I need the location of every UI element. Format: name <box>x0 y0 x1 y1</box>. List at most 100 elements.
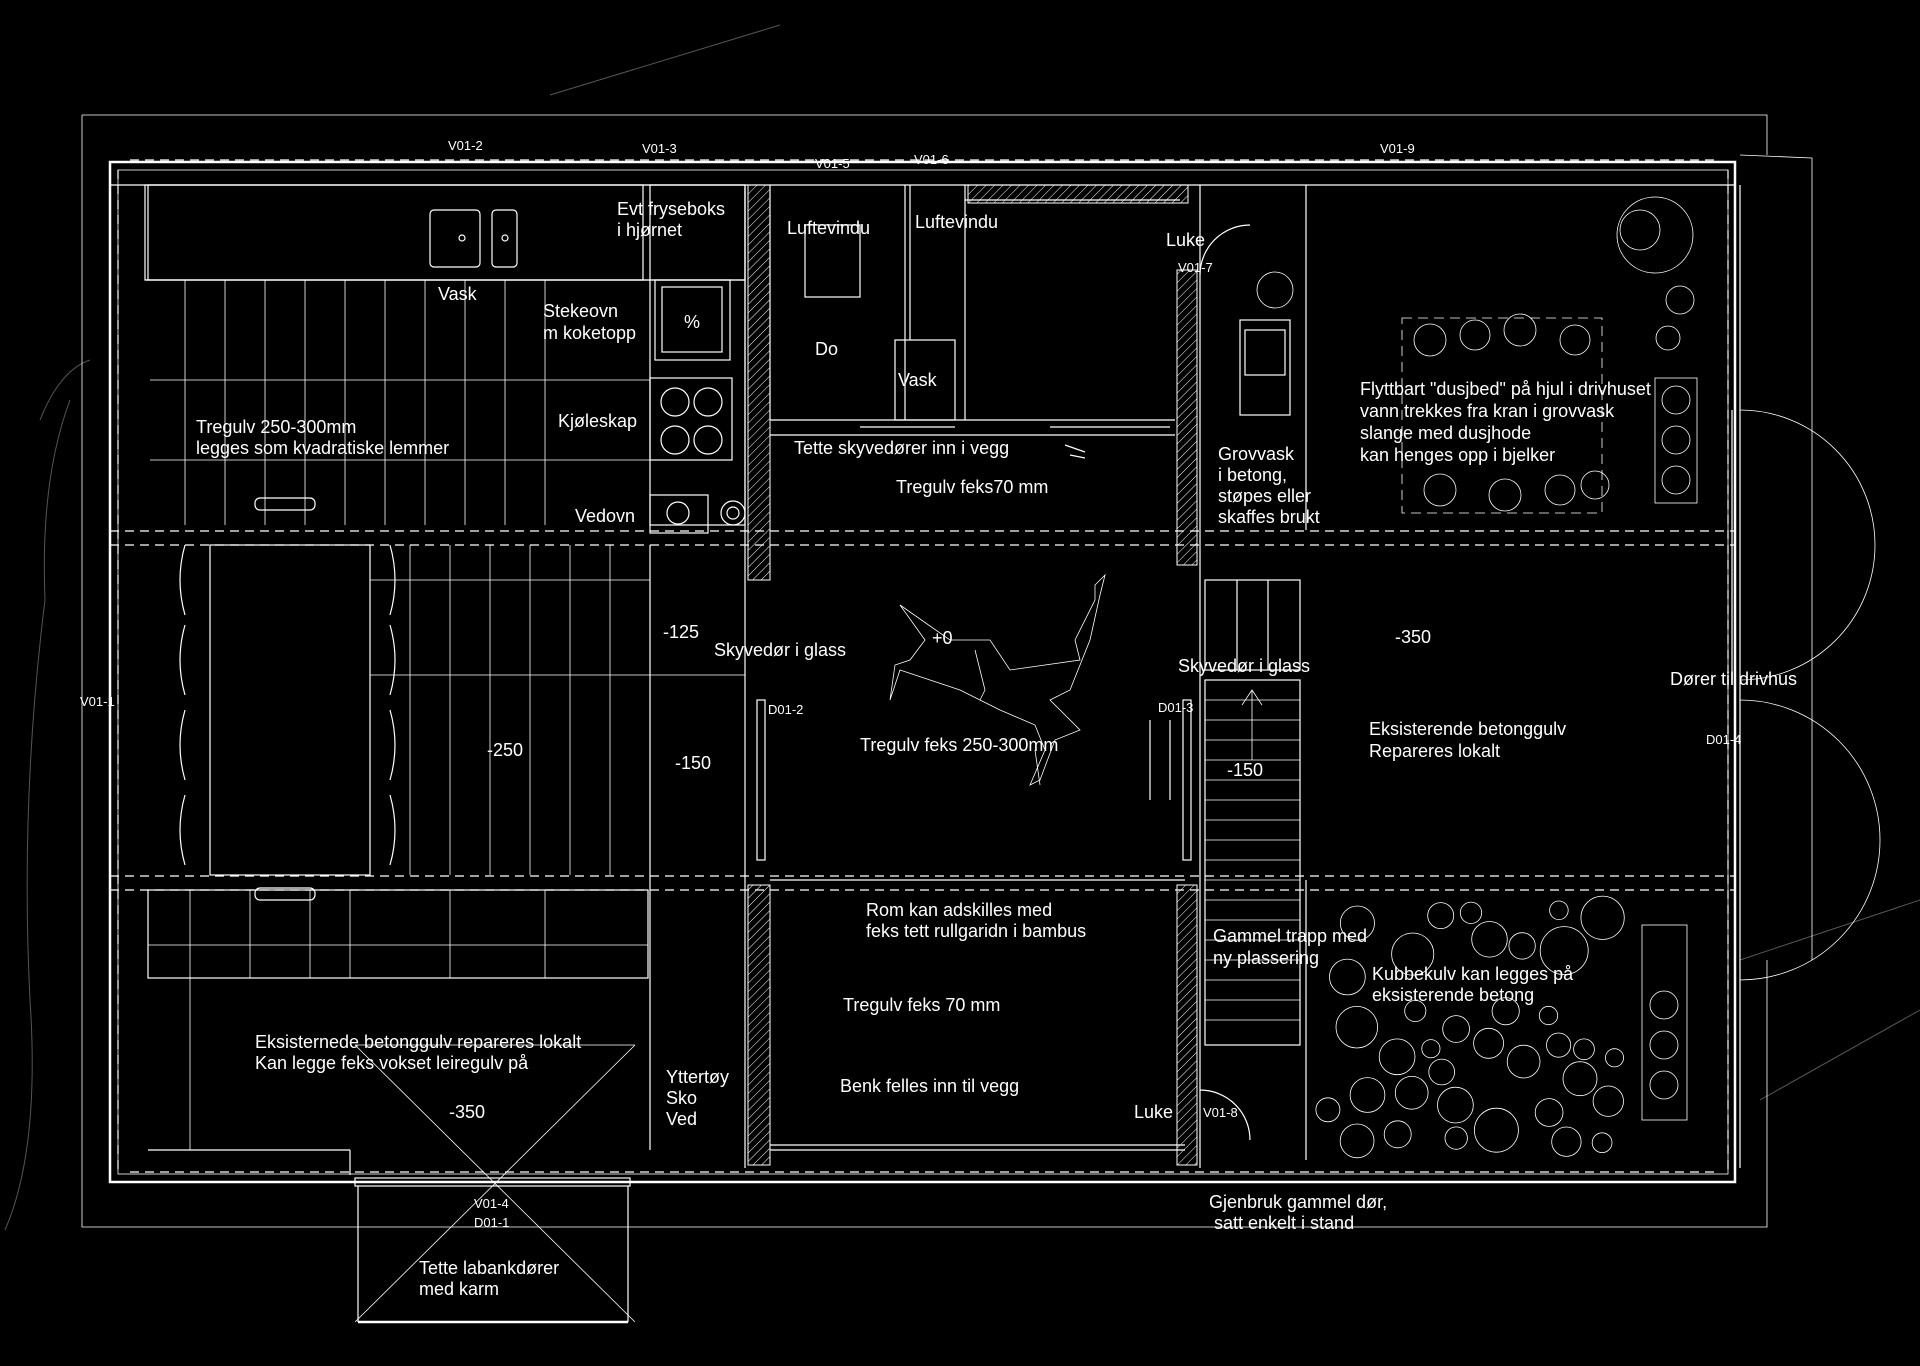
cobble <box>1444 1126 1468 1150</box>
room-divider-note: Rom kan adskilles med <box>866 900 1052 920</box>
glass-door-label: Skyvedør i glass <box>714 640 846 660</box>
cobble <box>1394 1076 1429 1110</box>
utility-sink-note-3: støpes eller <box>1218 486 1311 506</box>
level-m125: -125 <box>663 622 699 642</box>
label-v01-7: V01-7 <box>1178 260 1213 275</box>
room-divider-note-2: feks tett rullgaridn i bambus <box>866 921 1086 941</box>
stove-label: Vedovn <box>575 506 635 526</box>
shower-note-4: kan henges opp i bjelker <box>1360 445 1555 465</box>
cobble <box>1471 921 1508 958</box>
level-m350-entry: -350 <box>449 1102 485 1122</box>
floor-note-70-top: Tregulv feks70 mm <box>896 477 1048 497</box>
entry-area <box>147 889 649 1324</box>
cobble <box>1383 1120 1412 1149</box>
sink-label: Vask <box>438 284 478 304</box>
entry-floor-note: Eksisternede betonggulv repareres lokalt <box>255 1032 581 1052</box>
cobble <box>1506 1044 1541 1079</box>
figure-sketch <box>889 573 1106 786</box>
cobble <box>1551 1126 1582 1157</box>
shower-note-3: slange med dusjhode <box>1360 423 1531 443</box>
label-v01-6: V01-6 <box>914 152 949 167</box>
cobble <box>1539 926 1589 975</box>
cobble <box>1391 932 1435 976</box>
cobble <box>1580 895 1625 940</box>
stairs <box>1204 579 1301 1046</box>
cobble <box>1335 1005 1378 1049</box>
terrain-lines <box>4 24 1920 1231</box>
cobble <box>1421 1039 1441 1059</box>
cobble <box>1591 1132 1613 1153</box>
label-v01-2: V01-2 <box>448 138 483 153</box>
cobble <box>1459 901 1483 924</box>
room-annotations: Evt fryseboks i hjørnet Luftevindu Lufte… <box>196 199 1797 1299</box>
cobble <box>1378 1038 1416 1076</box>
cobble <box>1549 900 1569 921</box>
site-boundary <box>81 114 1813 1228</box>
storage-note-3: Ved <box>666 1109 697 1129</box>
greenhouse-doors <box>1731 409 1881 981</box>
glass-door-label-2: Skyvedør i glass <box>1178 656 1310 676</box>
cobble <box>1508 932 1536 960</box>
cobble <box>1428 1058 1455 1086</box>
bath-sink-label: Vask <box>898 370 938 390</box>
cobble <box>1339 905 1375 941</box>
label-v01-8: V01-8 <box>1203 1105 1238 1120</box>
cobble <box>1592 1085 1624 1117</box>
dining-area <box>179 544 745 1150</box>
cobble <box>1427 902 1455 929</box>
reuse-door-note-2: satt enkelt i stand <box>1214 1213 1354 1233</box>
cobble <box>1437 1086 1474 1124</box>
cobble <box>1473 1027 1504 1059</box>
label-d01-4: D01-4 <box>1706 732 1741 747</box>
label-v01-1: V01-1 <box>80 694 115 709</box>
label-d01-2: D01-2 <box>768 702 803 717</box>
entry-door-note: Tette labankdører <box>419 1258 559 1278</box>
cobble <box>1349 1077 1386 1113</box>
cobble <box>1315 1097 1341 1123</box>
planter <box>1641 924 1688 1121</box>
cobble <box>1605 1048 1625 1068</box>
cobble-note-2: eksisterende betong <box>1372 985 1534 1005</box>
cobble <box>1329 958 1366 996</box>
storage-note: Yttertøy <box>666 1067 729 1087</box>
level-0: +0 <box>932 628 953 648</box>
cobble <box>1442 1015 1470 1043</box>
fridge-label: Kjøleskap <box>558 411 637 431</box>
wall-labels: V01-2 V01-3 V01-5 V01-6 V01-9 V01-7 V01-… <box>80 138 1741 1230</box>
label-v01-5: V01-5 <box>815 156 850 171</box>
vent-window-label-2: Luftevindu <box>915 212 998 232</box>
cobble-note: Kubbekulv kan legges på <box>1372 964 1574 984</box>
label-d01-1: D01-1 <box>474 1215 509 1230</box>
vent-window-label: Luftevindu <box>787 218 870 238</box>
bench-note: Benk felles inn til vegg <box>840 1076 1019 1096</box>
cobble <box>1562 1061 1598 1097</box>
grid-lines <box>110 170 1735 1174</box>
utility-sink-note: Grovvask <box>1218 444 1295 464</box>
cobble-floor <box>1315 895 1625 1159</box>
entry-door-note-2: med karm <box>419 1279 499 1299</box>
floor-note-center: Tregulv feks 250-300mm <box>860 735 1058 755</box>
label-d01-3: D01-3 <box>1158 700 1193 715</box>
floor-note-kitchen-2: legges som kvadratiske lemmer <box>196 438 449 458</box>
toilet-label: Do <box>815 339 838 359</box>
floor-note-70-bottom: Tregulv feks 70 mm <box>843 995 1000 1015</box>
storage-note-2: Sko <box>666 1088 697 1108</box>
hatch-label: Luke <box>1166 230 1205 250</box>
cobble <box>1538 1005 1559 1026</box>
stairs-note-2: ny plassering <box>1213 948 1319 968</box>
floor-note-kitchen: Tregulv 250-300mm <box>196 417 356 437</box>
concrete-note-2: Repareres lokalt <box>1369 741 1500 761</box>
oven-label: Stekeovn <box>543 301 618 321</box>
plants <box>1401 196 1698 514</box>
sliding-doors-note: Tette skyvedører inn i vegg <box>794 438 1009 458</box>
level-m150-b: -150 <box>1227 760 1263 780</box>
svg-text:%: % <box>684 312 700 332</box>
level-m250: -250 <box>487 740 523 760</box>
level-m150-a: -150 <box>675 753 711 773</box>
reuse-door-note: Gjenbruk gammel dør, <box>1209 1192 1387 1212</box>
interior-walls <box>744 184 1741 1168</box>
label-v01-9: V01-9 <box>1380 141 1415 156</box>
shower-note-2: vann trekkes fra kran i grovvask <box>1360 401 1615 421</box>
freezer-note-2: i hjørnet <box>617 220 682 240</box>
